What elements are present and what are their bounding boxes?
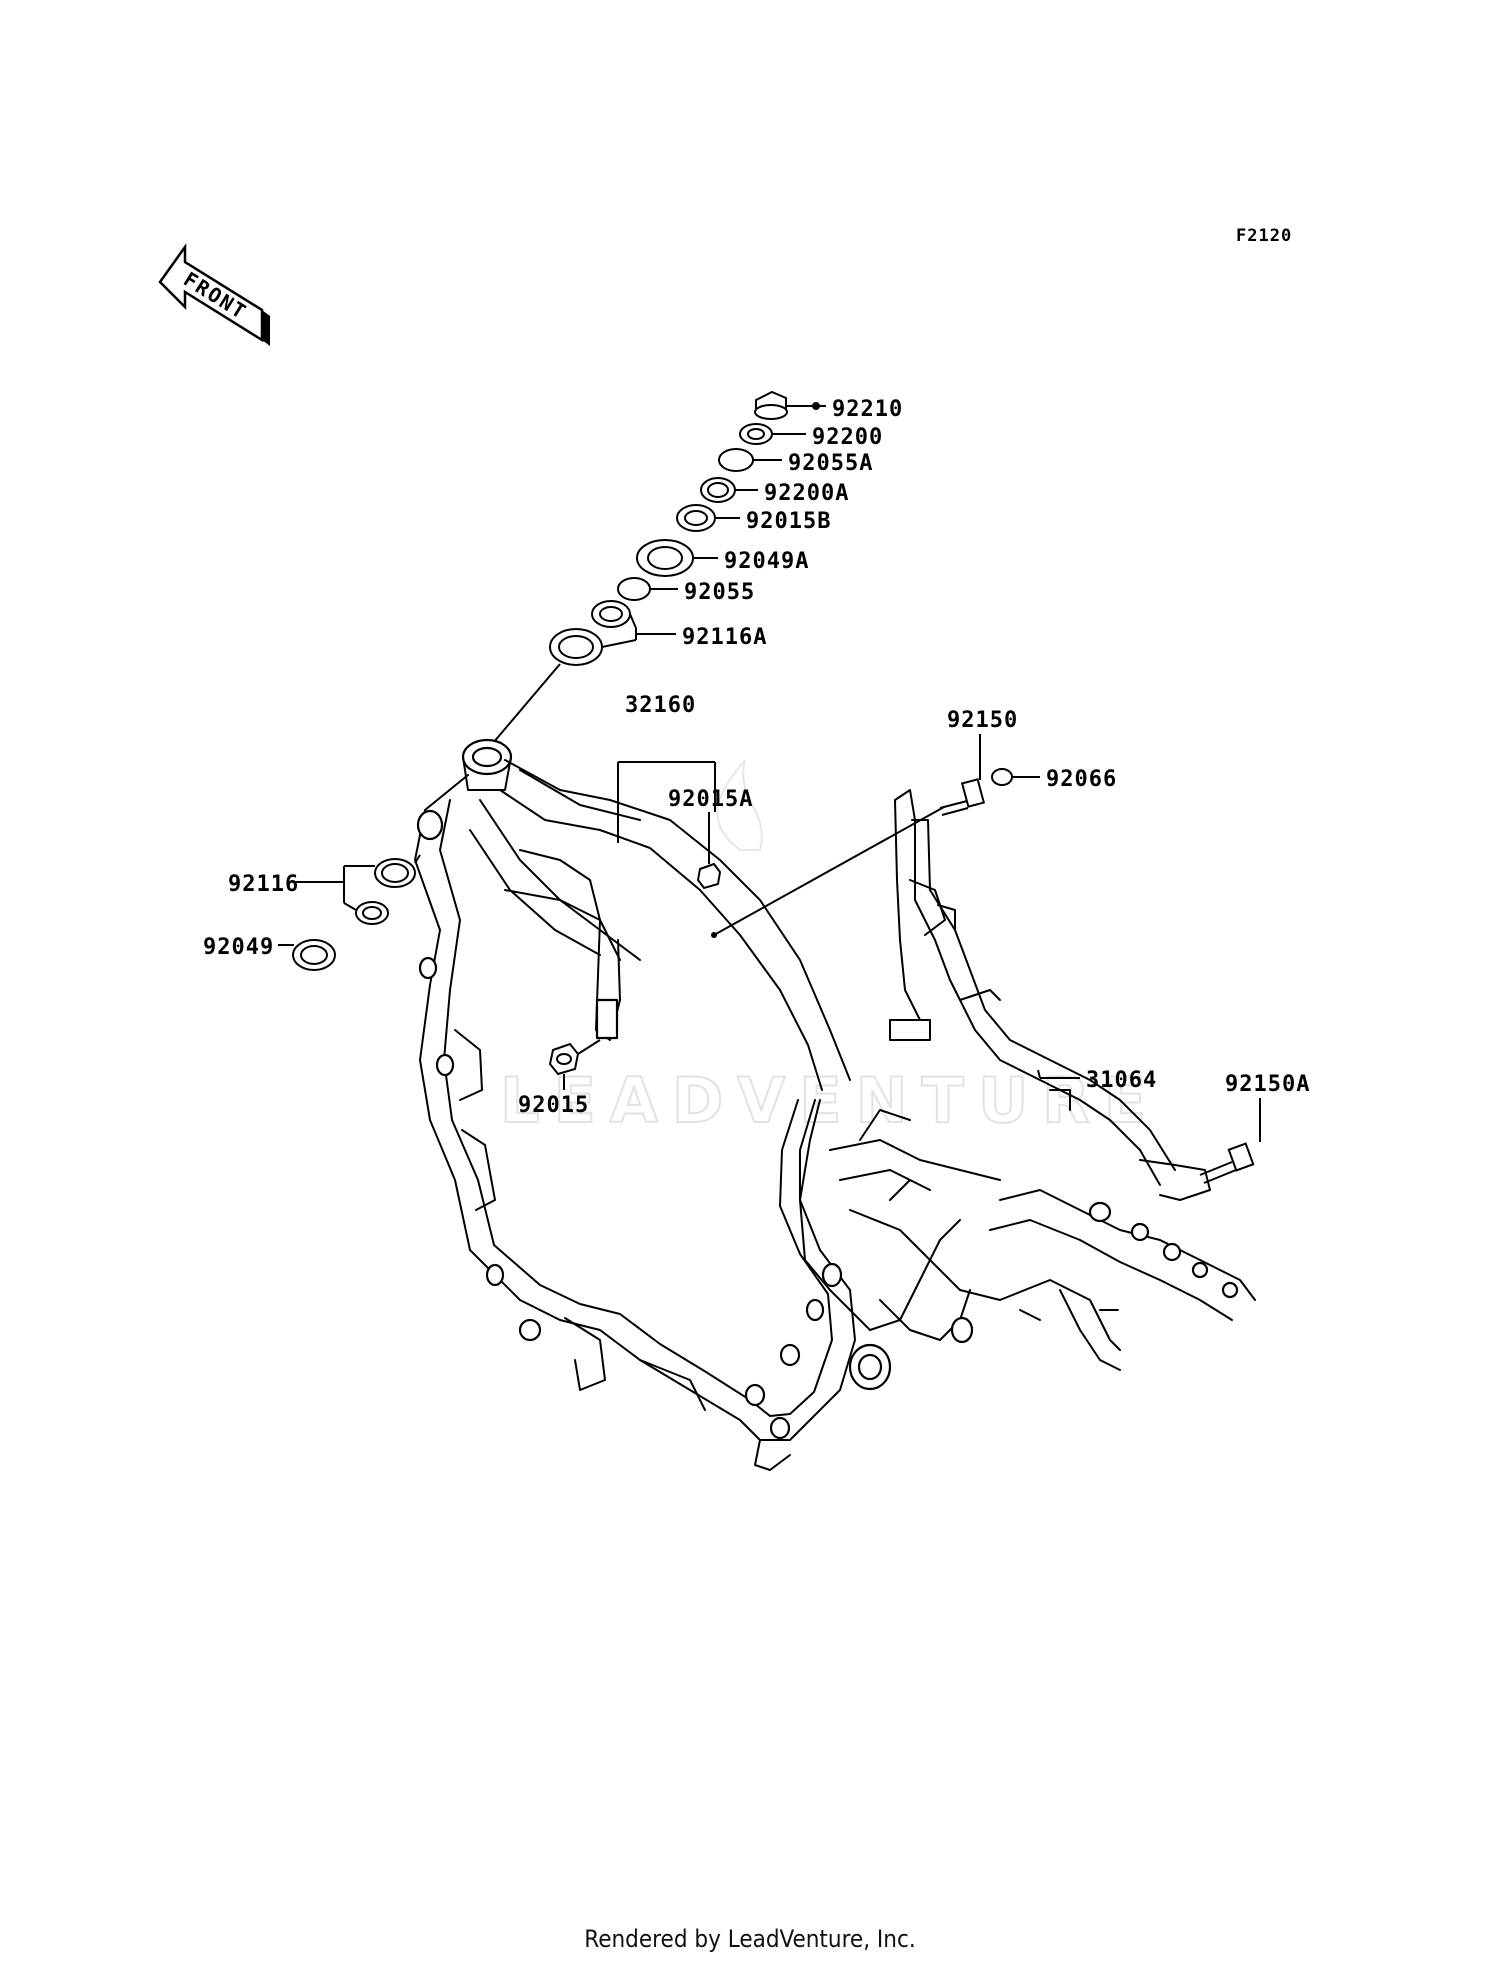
- part-92055-o-ring[interactable]: [617, 577, 678, 601]
- label-92015A: 92015A: [668, 787, 753, 812]
- label-32160: 32160: [625, 693, 696, 718]
- part-31064-rear-frame[interactable]: [889, 789, 1256, 1371]
- part-92116A-bearing[interactable]: [492, 600, 676, 744]
- part-92210-cap-nut[interactable]: [754, 390, 826, 420]
- part-92015A-nut[interactable]: [696, 812, 722, 890]
- label-92015: 92015: [518, 1093, 589, 1118]
- part-92200A-lock-washer[interactable]: [700, 477, 758, 503]
- part-92150-bolt[interactable]: [939, 734, 986, 816]
- part-92116-bearing[interactable]: [296, 854, 421, 925]
- part-92049A-seal[interactable]: [636, 539, 718, 577]
- label-92066: 92066: [1046, 767, 1117, 792]
- part-92049-seal[interactable]: [278, 939, 336, 971]
- label-92200: 92200: [812, 425, 883, 450]
- label-92150A: 92150A: [1225, 1072, 1310, 1097]
- label-92055A: 92055A: [788, 451, 873, 476]
- part-92066-washer[interactable]: [991, 768, 1040, 786]
- diagram-code: F2120: [1236, 226, 1292, 246]
- part-92055A-o-ring[interactable]: [718, 448, 782, 472]
- label-92116: 92116: [228, 872, 299, 897]
- part-92200-washer[interactable]: [739, 423, 806, 445]
- label-92210: 92210: [832, 397, 903, 422]
- label-92015B: 92015B: [746, 509, 831, 534]
- label-92049: 92049: [203, 935, 274, 960]
- label-92200A: 92200A: [764, 481, 849, 506]
- front-arrow-icon: FRONT: [158, 243, 270, 346]
- label-92049A: 92049A: [724, 549, 809, 574]
- label-92150: 92150: [947, 708, 1018, 733]
- watermark-text: LEADVENTURE: [500, 1064, 1160, 1137]
- part-32160-frame[interactable]: [414, 738, 1001, 1471]
- part-92015-nut[interactable]: [548, 1039, 601, 1090]
- label-92055: 92055: [684, 580, 755, 605]
- label-31064: 31064: [1086, 1068, 1157, 1093]
- part-92015B-nut[interactable]: [676, 504, 740, 532]
- label-92116A: 92116A: [682, 625, 767, 650]
- footer-credit: Rendered by LeadVenture, Inc.: [584, 1925, 915, 1953]
- part-92150A-bolt[interactable]: [1199, 1098, 1261, 1184]
